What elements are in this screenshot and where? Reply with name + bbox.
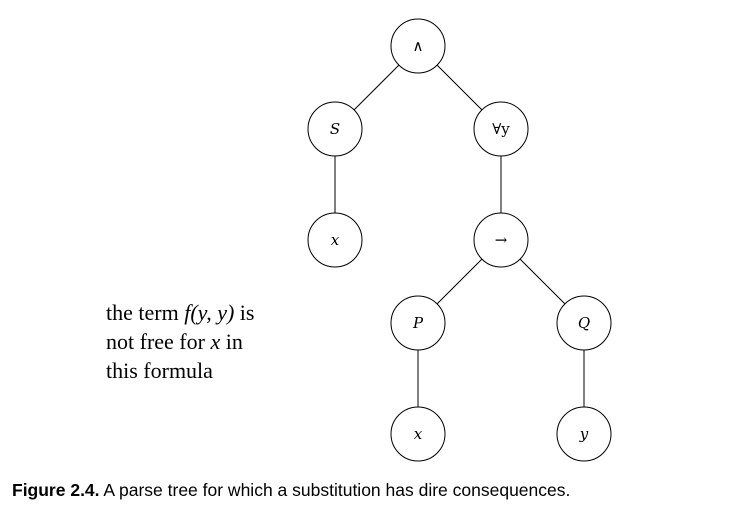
figure-caption: Figure 2.4. A parse tree for which a sub…	[12, 480, 732, 501]
node-label-forall: ∀y	[492, 120, 510, 138]
annotation-text: the term f(y, y) is not free for x in th…	[106, 298, 346, 385]
node-label-y: y	[579, 425, 589, 443]
node-circle-P	[390, 295, 446, 351]
node-circle-x2	[390, 406, 446, 462]
node-label-S: S	[330, 120, 340, 138]
tree-nodes: ∧ S ∀y x → P Qx y	[307, 18, 612, 462]
annotation-line-1-prefix: the term	[106, 300, 185, 325]
node-circle-x1	[307, 212, 363, 268]
node-y: y	[556, 406, 612, 462]
figure-caption-text: A parse tree for which a substitution ha…	[99, 480, 571, 500]
node-label-implies: →	[495, 231, 508, 249]
node-implies: →	[473, 212, 529, 268]
annotation-line-1-suffix: is	[234, 300, 255, 325]
node-label-x1: x	[331, 231, 340, 249]
node-circle-y	[556, 406, 612, 462]
annotation-line-2-prefix: not free for	[106, 329, 211, 354]
edge-implies-P	[436, 258, 483, 305]
node-circle-implies	[473, 212, 529, 268]
node-Q: Q	[556, 295, 612, 351]
annotation-line-1: the term f(y, y) is	[106, 298, 346, 327]
node-S: S	[307, 101, 363, 157]
annotation-line-3: this formula	[106, 358, 213, 383]
node-circle-S	[307, 101, 363, 157]
node-circle-and	[390, 18, 446, 74]
node-and: ∧	[390, 18, 446, 74]
node-label-P: P	[412, 314, 424, 332]
figure-caption-label: Figure 2.4.	[12, 480, 100, 500]
node-P: P	[390, 295, 446, 351]
node-circle-forall	[473, 101, 529, 157]
annotation-variable-x: x	[210, 329, 221, 354]
edge-and-forall	[436, 64, 483, 111]
node-x1: x	[307, 212, 363, 268]
edge-implies-Q	[519, 258, 566, 305]
annotation-term-f-y-y: f(y, y)	[184, 300, 235, 325]
edge-and-S	[353, 64, 400, 111]
node-label-x2: x	[414, 425, 423, 443]
node-label-and: ∧	[413, 37, 424, 55]
node-forall: ∀y	[473, 101, 529, 157]
node-label-Q: Q	[578, 314, 590, 332]
node-circle-Q	[556, 295, 612, 351]
tree-edges	[334, 64, 585, 407]
annotation-line-2-suffix: in	[220, 329, 243, 354]
annotation-line-2: not free for x in	[106, 327, 346, 356]
node-x2: x	[390, 406, 446, 462]
